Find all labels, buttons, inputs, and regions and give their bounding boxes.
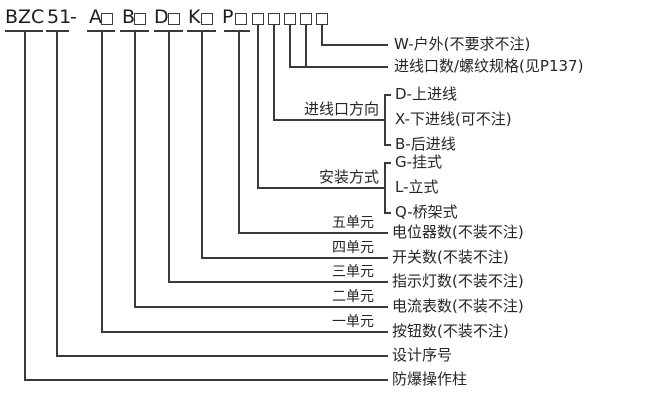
bracket-inlet-direction-top-tick — [384, 94, 391, 96]
label-outdoor: W-户外(不要求不注) — [394, 35, 531, 53]
code-box-b — [134, 13, 146, 25]
unit-letter-p: P — [222, 6, 234, 28]
stem-d — [168, 31, 170, 281]
stem-51 — [56, 31, 58, 355]
line-inlet-spec — [289, 66, 388, 68]
line-product — [24, 379, 388, 381]
line-mounting — [257, 187, 384, 189]
line-switch — [201, 257, 388, 259]
label-mounting-option-l: L-立式 — [395, 178, 439, 196]
unit-letter-k: K — [188, 6, 201, 28]
line-ammeter — [134, 306, 388, 308]
stem-bzc — [24, 31, 26, 379]
line-outdoor — [321, 44, 388, 46]
underline-b — [120, 30, 149, 32]
model-dash: - — [70, 6, 77, 28]
label-inlet-direction-option-d: D-上进线 — [395, 85, 457, 103]
line-potentiometer — [238, 232, 388, 234]
stem-a — [101, 31, 103, 331]
group-label-inlet-direction: 进线口方向 — [303, 100, 379, 118]
label-ammeter: 电流表数(不装不注) — [392, 297, 524, 315]
label-potentiometer: 电位器数(不装不注) — [392, 223, 524, 241]
underline-d — [154, 30, 183, 32]
code-box-p — [235, 13, 247, 25]
unit-label-1: 一单元 — [332, 314, 374, 330]
code-box-mounting — [252, 13, 264, 25]
unit-label-2: 二单元 — [332, 289, 374, 305]
stem-p — [238, 31, 240, 232]
label-inlet-direction-option-b: B-后进线 — [395, 135, 456, 153]
stem-thread-spec — [305, 25, 307, 66]
unit-label-3: 三单元 — [332, 264, 374, 280]
stem-b — [134, 31, 136, 306]
group-label-mounting: 安装方式 — [318, 168, 379, 186]
code-box-a — [101, 13, 113, 25]
underline-k — [187, 30, 216, 32]
unit-letter-b: B — [122, 6, 136, 28]
line-inlet-direction — [273, 119, 384, 121]
code-box-outdoor — [316, 13, 328, 25]
unit-label-5: 五单元 — [332, 215, 374, 231]
bracket-mounting-top-tick — [384, 162, 391, 164]
label-inlet-direction-option-x: X-下进线(可不注) — [395, 110, 512, 128]
stem-mounting — [257, 25, 259, 187]
code-box-d — [168, 13, 180, 25]
underline-a — [87, 30, 115, 32]
code-box-inlet-direction — [268, 13, 280, 25]
underline-bzc — [5, 30, 43, 32]
bracket-inlet-direction — [384, 94, 386, 145]
code-box-k — [201, 13, 213, 25]
line-indicator — [168, 281, 388, 283]
unit-letter-d: D — [154, 6, 169, 28]
bracket-mounting — [384, 162, 386, 213]
line-button — [101, 331, 388, 333]
unit-letter-a: A — [89, 6, 102, 28]
stem-inlet-direction — [273, 25, 275, 119]
unit-label-4: 四单元 — [332, 240, 374, 256]
model-prefix: BZC — [5, 6, 45, 28]
bracket-inlet-direction-bottom-tick — [384, 144, 391, 146]
underline-51 — [46, 30, 69, 32]
label-design: 设计序号 — [392, 346, 453, 364]
label-indicator: 指示灯数(不装不注) — [392, 272, 524, 290]
label-mounting-option-q: Q-桥架式 — [395, 203, 458, 221]
stem-outdoor — [321, 25, 323, 44]
underline-p — [224, 30, 250, 32]
stem-k — [201, 31, 203, 257]
bracket-mounting-bottom-tick — [384, 212, 391, 214]
code-box-thread-spec — [300, 13, 312, 25]
label-product: 防爆操作柱 — [392, 370, 468, 388]
label-mounting-option-g: G-挂式 — [395, 153, 443, 171]
code-box-inlet-count — [284, 13, 296, 25]
label-inlet-spec: 进线口数/螺纹规格(见P137) — [394, 57, 584, 75]
model-series: 51 — [47, 6, 72, 28]
label-switch: 开关数(不装不注) — [392, 248, 509, 266]
line-design — [56, 355, 388, 357]
label-button: 按钮数(不装不注) — [392, 322, 509, 340]
stem-inlet-count — [289, 25, 291, 66]
